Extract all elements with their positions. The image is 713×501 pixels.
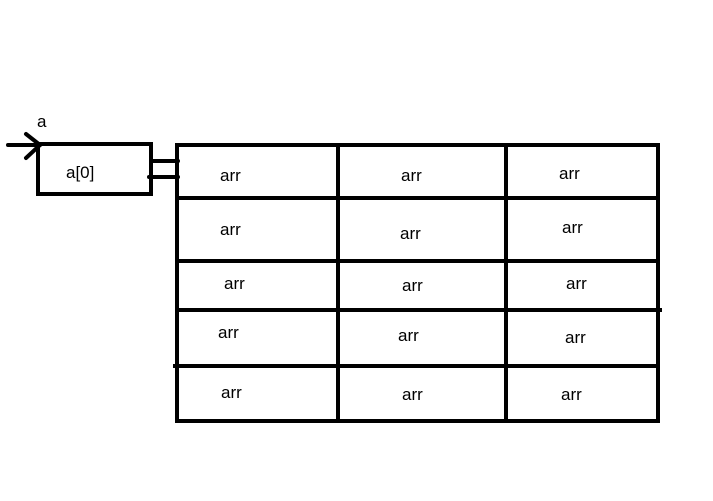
- grid-cell-label: arr: [562, 218, 583, 237]
- grid-cell-label: arr: [561, 385, 582, 404]
- grid-cell-label: arr: [402, 385, 423, 404]
- grid-cell-label: arr: [220, 220, 241, 239]
- grid-cell-label: arr: [400, 224, 421, 243]
- grid-cell-label: arr: [401, 166, 422, 185]
- pointer-label: a: [37, 112, 47, 131]
- grid-cell-label: arr: [565, 328, 586, 347]
- grid-cell-label: arr: [398, 326, 419, 345]
- grid-cell-label: arr: [220, 166, 241, 185]
- grid-cell-label: arr: [218, 323, 239, 342]
- element-box: [36, 142, 153, 196]
- grid-cell-label: arr: [566, 274, 587, 293]
- connector: [147, 159, 180, 179]
- pointer-arrow: [6, 132, 42, 160]
- grid-cell-label: arr: [224, 274, 245, 293]
- grid-cell-label: arr: [402, 276, 423, 295]
- array-grid: arr arr arr arr arr arr arr arr arr arr arr arr arr a…: [173, 143, 662, 423]
- element-label: a[0]: [66, 163, 94, 182]
- grid-cell-label: arr: [221, 383, 242, 402]
- grid-cell-label: arr: [559, 164, 580, 183]
